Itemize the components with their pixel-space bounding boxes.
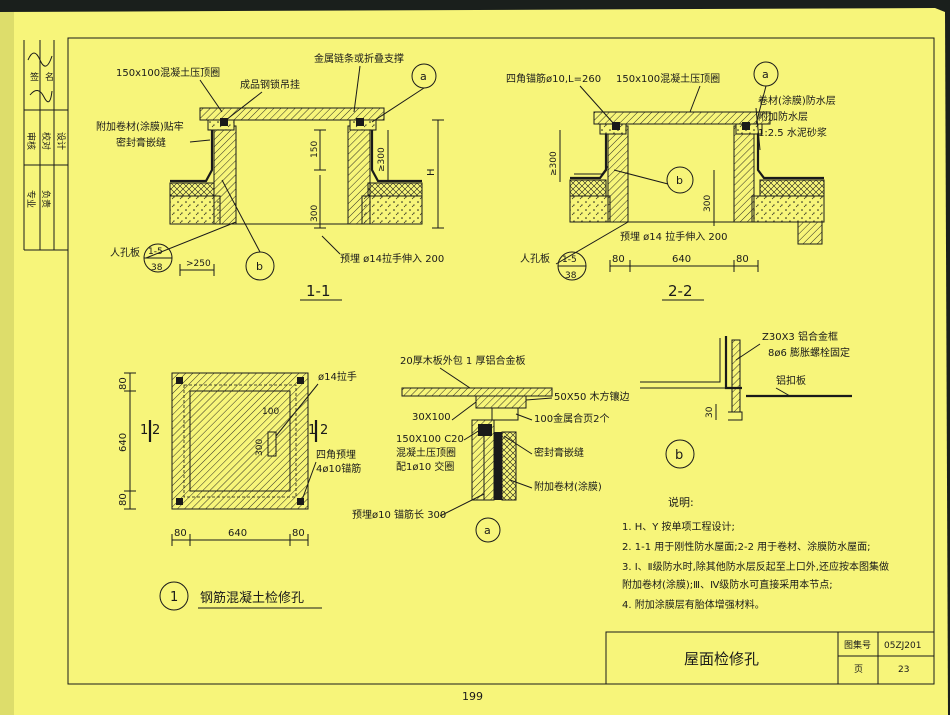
label-frame: Z30X3 铝合金框	[762, 330, 838, 343]
label-30x100: 30X100	[412, 412, 451, 423]
label-cover: 20厚木板外包 1 厚铝合金板	[400, 354, 525, 367]
label-c20-c: 配1ø10 交圈	[396, 460, 454, 473]
label-extra-membrane: 附加卷材(涂膜)贴牢	[96, 120, 184, 133]
cut-1-left: 1	[140, 423, 148, 438]
plan-caption: 钢筋混凝土检修孔	[200, 590, 304, 606]
ref-a: a	[420, 70, 427, 83]
ref-num-b: 1-5	[562, 255, 577, 265]
side-note-spec: 专业	[25, 190, 37, 208]
cut-1-right: 1	[308, 423, 316, 438]
note-3b: 附加卷材(涂膜);Ⅲ、Ⅳ级防水可直接采用本节点;	[622, 578, 833, 591]
dim-80b: 80	[736, 254, 749, 265]
dim-ge300-b: ≥300	[549, 151, 559, 176]
detail-a: 20厚木板外包 1 厚铝合金板 50X50 木方镶边 30X100 100金属合…	[352, 354, 629, 543]
side-note-lead: 负责	[40, 190, 52, 208]
dim-640: 640	[672, 254, 691, 265]
ref-b: b	[256, 260, 263, 273]
page-number: 23	[898, 665, 909, 675]
label-extra: 附加防水层	[758, 110, 808, 123]
ref-den: 38	[151, 263, 163, 273]
label-top-slab: 150x100混凝土压顶圈	[116, 66, 220, 79]
dim-80b: 80	[118, 493, 129, 506]
label-c20-b: 混凝土压顶圈	[396, 446, 456, 459]
dim-30: 30	[705, 406, 715, 418]
side-note-name: 名	[45, 71, 54, 83]
label-bolt: 8ø6 膨胀螺栓固定	[768, 346, 850, 359]
detail-b: 30 Z30X3 铝合金框 8ø6 膨胀螺栓固定 铝扣板 b	[640, 330, 852, 469]
notes: 说明: 1. H、Y 按单项工程设计; 2. 1-1 用于刚性防水屋面;2-2 …	[622, 495, 889, 611]
book-page-number: 199	[462, 690, 483, 703]
label-embed: 预埋 ø14拉手伸入 200	[340, 252, 444, 265]
label-strip: 铝扣板	[776, 374, 806, 387]
dim-ge300: ≥300	[377, 147, 387, 172]
label-extra-a: 附加卷材(涂膜)	[534, 480, 602, 493]
ref-den-b: 38	[565, 271, 577, 281]
label-embed-b: 预埋 ø14 拉手伸入 200	[620, 230, 727, 243]
dim-300: 300	[310, 205, 320, 222]
note-1: 1. H、Y 按单项工程设计;	[622, 520, 735, 533]
label-batten: 50X50 木方镶边	[554, 390, 629, 403]
cut-2-left: 2	[152, 423, 160, 438]
dim-300-plan: 300	[255, 439, 265, 456]
dim-80a: 80	[612, 254, 625, 265]
side-note-check: 校对	[40, 132, 52, 150]
dim-h: H	[426, 168, 437, 176]
note-3: 3. Ⅰ、Ⅱ级防水时,除其他防水层反起至上口外,还应按本图集做	[622, 560, 889, 573]
plan-circle-no: 1	[170, 590, 178, 605]
dim-100: 100	[262, 407, 279, 417]
ref-b-b: b	[676, 174, 683, 187]
note-4: 4. 附加涂膜层有胎体增强材料。	[622, 598, 765, 611]
label-lock: 成品钢锁吊挂	[240, 78, 300, 91]
side-note-review: 审核	[25, 132, 37, 150]
dim-150: 150	[310, 141, 320, 158]
side-strip: 签 名 审核 校对 设计 专业 负责	[23, 40, 68, 251]
ref-a-b: a	[762, 68, 769, 81]
label-embed-a: 预埋ø10 锚筋长 300	[352, 508, 446, 521]
dim-250: >250	[186, 259, 211, 269]
ref-num: 1-5	[148, 247, 163, 257]
label-anchor-a: 四角预埋	[316, 449, 356, 461]
note-2: 2. 1-1 用于刚性防水屋面;2-2 用于卷材、涂膜防水屋面;	[622, 540, 870, 553]
label-anchor: 四角锚筋ø10,L=260	[506, 72, 601, 85]
side-note-design: 设计	[55, 132, 67, 150]
section-label-2-2: 2-2	[668, 282, 693, 300]
dim-80r: 80	[292, 528, 305, 539]
paper	[0, 8, 948, 715]
page-label: 页	[854, 664, 863, 675]
label-manhole-b: 人孔板	[520, 252, 550, 265]
label-handle: ø14拉手	[318, 370, 357, 383]
sheet-title: 屋面检修孔	[684, 650, 759, 668]
label-anchor-b: 4ø10锚筋	[316, 462, 361, 475]
notes-heading: 说明:	[668, 495, 694, 509]
cut-2-right: 2	[320, 423, 328, 438]
label-membrane: 卷材(涂膜)防水层	[758, 94, 836, 107]
label-sealant-a: 密封膏嵌缝	[534, 446, 584, 459]
label-hinge: 金属链条或折叠支撑	[314, 52, 404, 65]
label-sealant: 密封膏嵌缝	[116, 136, 166, 149]
dim-300-b: 300	[703, 195, 713, 212]
atlas-number: 05ZJ201	[884, 641, 921, 651]
atlas-label: 图集号	[844, 639, 871, 651]
detail-a-circle: a	[484, 524, 491, 537]
detail-b-circle: b	[675, 448, 683, 463]
dim-80t: 80	[118, 377, 129, 390]
section-1-1: 150 300 ≥300 H >250 150x100混凝土压顶圈 金属链条或折…	[96, 52, 444, 301]
section-2-2: ≥300 300 80 640 80 四角锚筋ø10,L=260 150x100…	[506, 61, 836, 301]
label-c20-a: 150X100 C20	[396, 434, 464, 445]
dim-640v: 640	[118, 433, 129, 452]
label-top-slab-b: 150x100混凝土压顶圈	[616, 72, 720, 85]
plan-view: 80 640 80 80 640 80 100 300 1 2 1 2 ø14拉…	[118, 370, 361, 611]
label-hinge-a: 100金属合页2个	[534, 412, 609, 425]
title-block: 屋面检修孔 图集号 05ZJ201 页 23	[605, 631, 935, 685]
label-mortar: 1:2.5 水泥砂浆	[758, 126, 827, 139]
dim-640h: 640	[228, 528, 247, 539]
side-note-sign: 签	[30, 71, 39, 83]
section-label-1-1: 1-1	[306, 282, 331, 300]
dim-80l: 80	[174, 528, 187, 539]
label-manhole: 人孔板	[110, 246, 140, 259]
